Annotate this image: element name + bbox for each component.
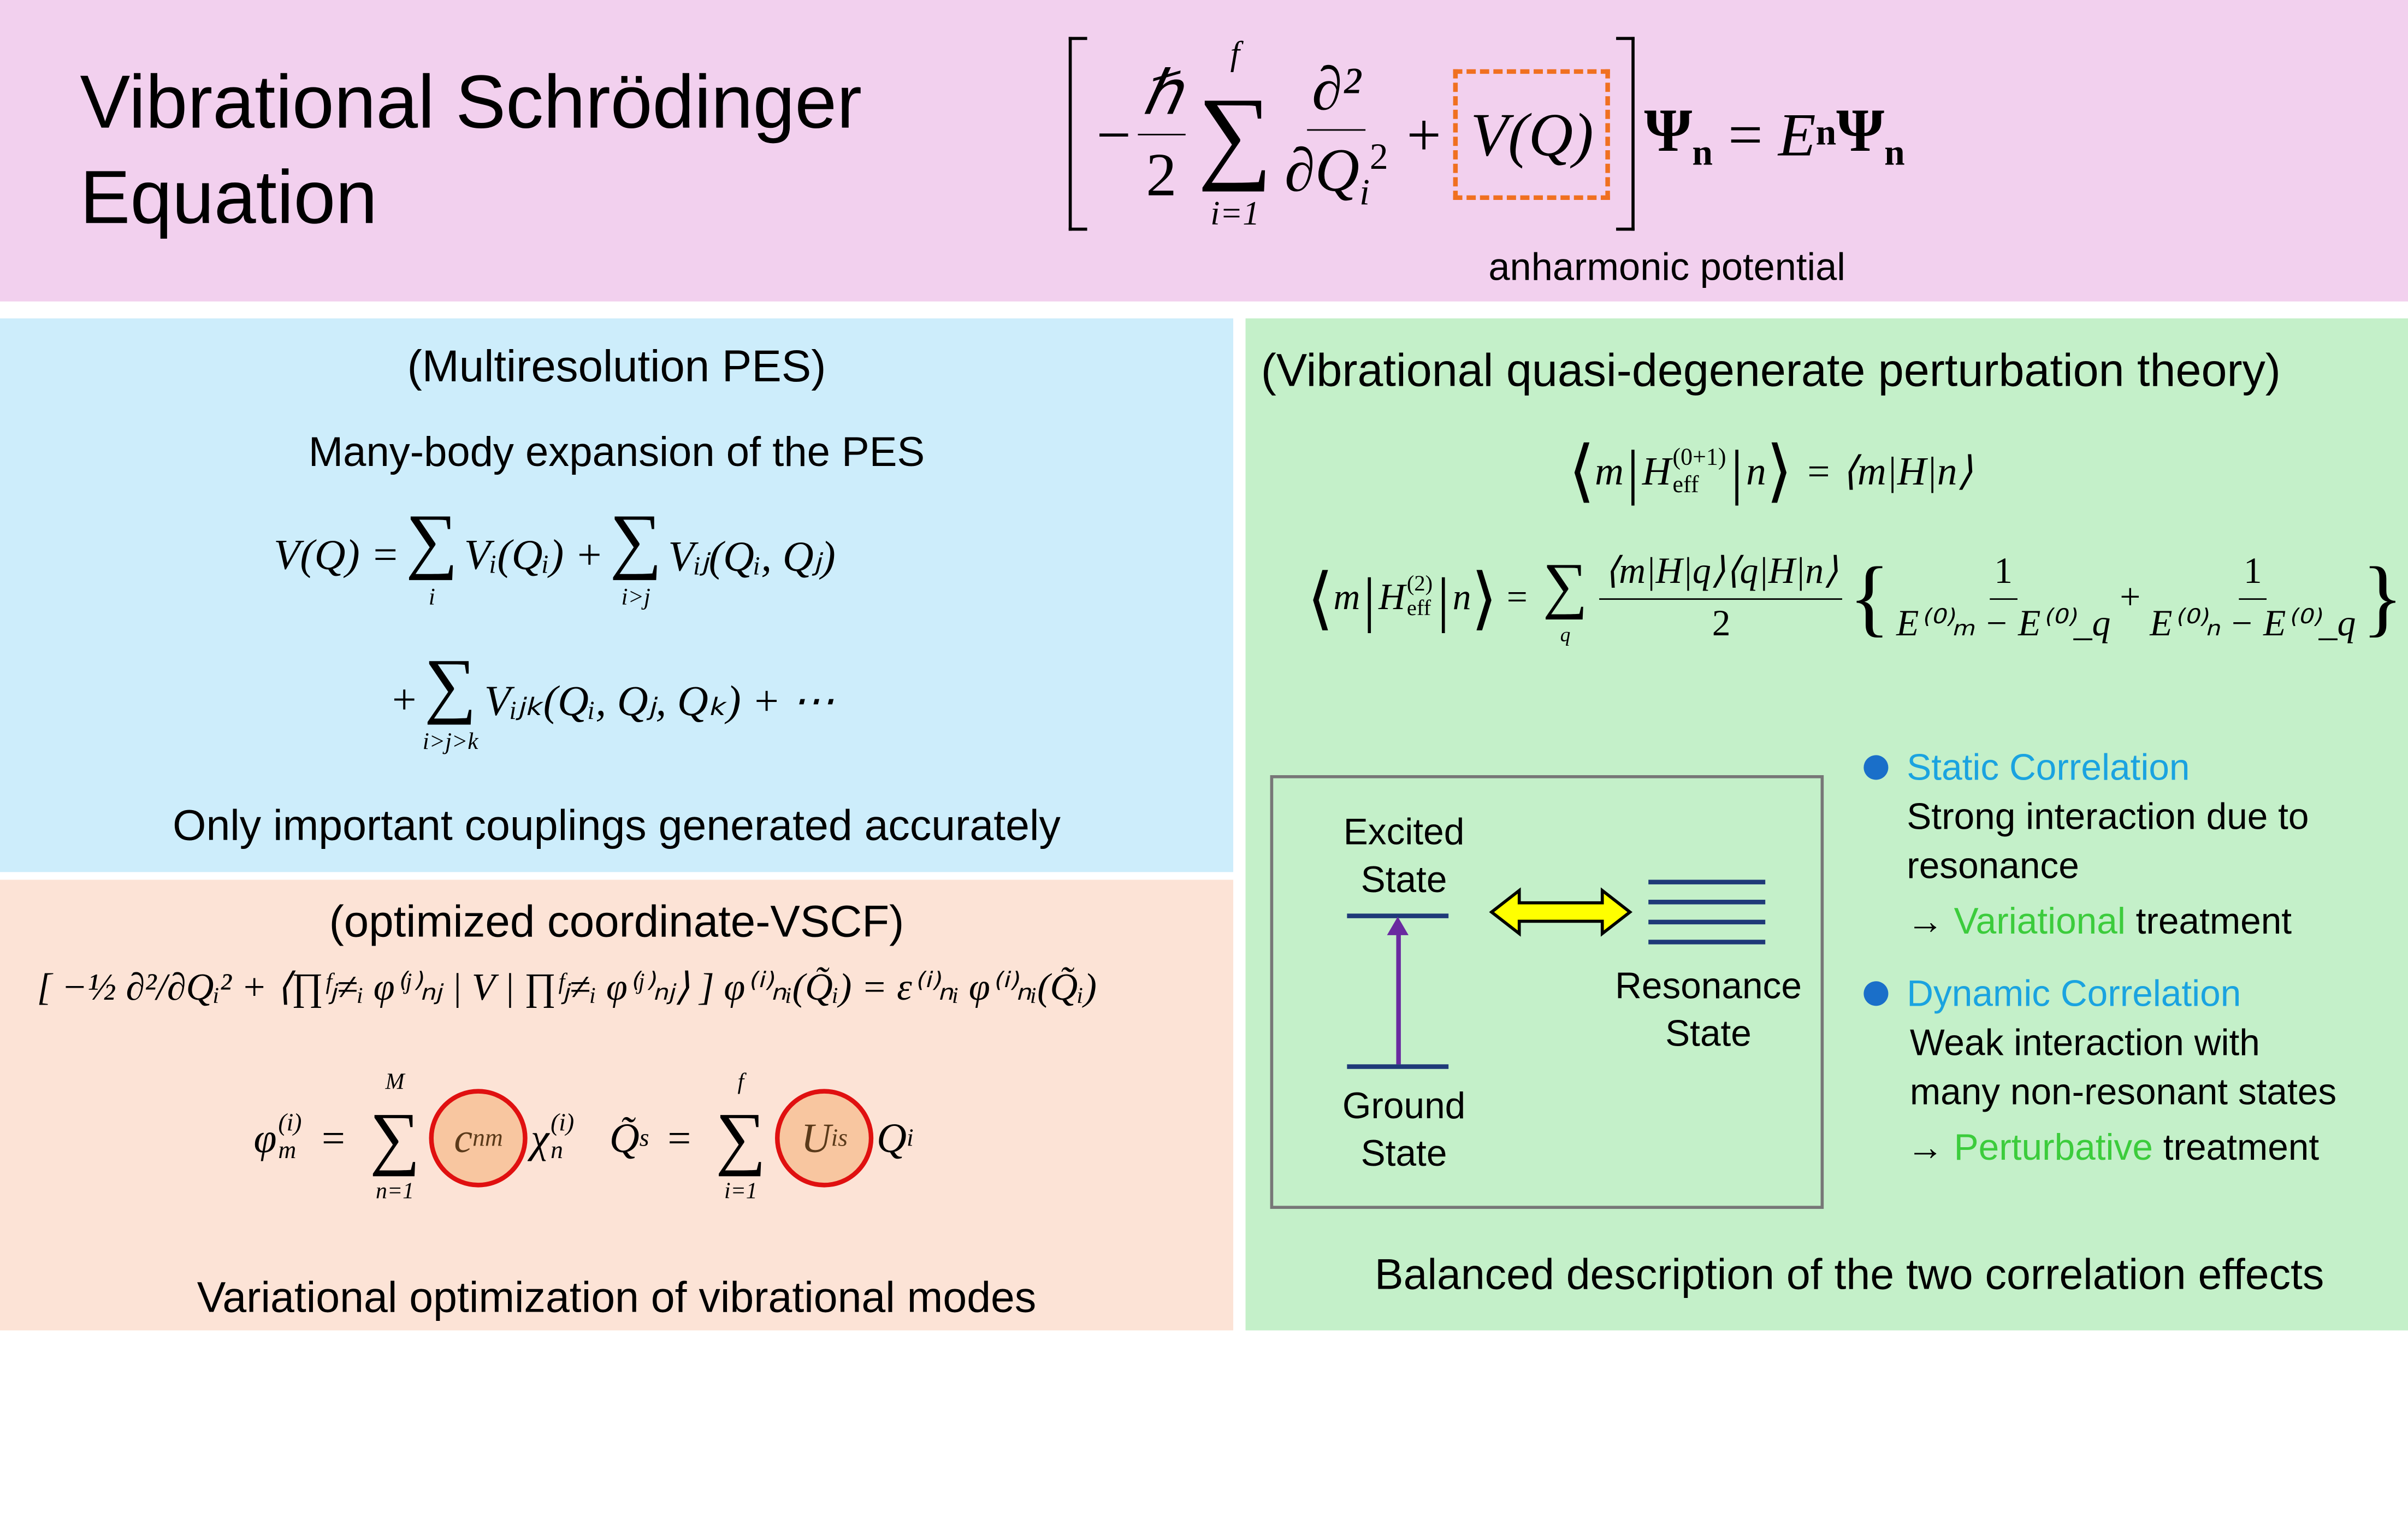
pes-panel: (Multiresolution PES) Many-body expansio…: [0, 318, 1234, 872]
vscf-footer: Variational optimization of vibrational …: [197, 1273, 1037, 1321]
pes-equation-line2: + ∑i>j>k Vᵢⱼₖ(Qᵢ, Qⱼ, Qₖ) + ⋯: [392, 646, 835, 755]
bullet-icon: [1863, 755, 1889, 780]
anharmonic-potential-label: anharmonic potential: [1488, 246, 1845, 290]
resonance-state-levels: [1648, 879, 1766, 945]
resonance-state-label: Resonance State: [1615, 966, 1802, 1055]
title-line2: Equation: [80, 157, 378, 240]
ground-state-level: [1347, 1064, 1449, 1069]
excitation-arrowhead: [1387, 917, 1409, 935]
excited-state-label: Excited State: [1343, 812, 1465, 901]
bullet-icon: [1863, 981, 1889, 1006]
vqdpt-title: (Vibrational quasi-degenerate perturbati…: [1261, 346, 2281, 397]
vqdpt-panel: (Vibrational quasi-degenerate perturbati…: [1245, 318, 2408, 1331]
vscf-equation: [ −½ ∂²/∂Qᵢ² + ⟨∏ᶠⱼ≠ᵢ φ⁽ʲ⁾ₙⱼ | V | ∏ᶠⱼ≠ᵢ…: [37, 967, 1097, 1009]
vqdpt-footer: Balanced description of the two correlat…: [1375, 1250, 2324, 1298]
pes-subtitle: Many-body expansion of the PES: [308, 429, 925, 475]
dynamic-correlation-heading: Dynamic Correlation: [1907, 973, 2241, 1016]
arrow-right-icon: →: [1907, 901, 1944, 943]
vscf-panel: (optimized coordinate-VSCF) [ −½ ∂²/∂Qᵢ²…: [0, 879, 1234, 1331]
potential-highlight-box: V(Q): [1453, 68, 1611, 199]
excitation-arrow: [1396, 923, 1401, 1065]
dynamic-correlation-block: Dynamic Correlation Weak interaction wit…: [1863, 971, 2401, 1174]
vscf-title: (optimized coordinate-VSCF): [329, 898, 904, 948]
header-title: Vibrational Schrödinger Equation: [80, 55, 862, 246]
heff-01-equation: ⟨m| H(0+1)eff |n⟩ = ⟨m|H|n⟩: [1568, 433, 1973, 509]
pes-footer: Only important couplings generated accur…: [173, 801, 1061, 849]
static-correlation-desc: Strong interaction due to resonance: [1907, 796, 2309, 888]
static-correlation-block: Static Correlation Strong interaction du…: [1863, 745, 2401, 948]
title-line1: Vibrational Schrödinger: [80, 61, 862, 145]
ground-state-label: Ground State: [1342, 1085, 1466, 1176]
static-correlation-heading: Static Correlation: [1907, 747, 2190, 789]
arrow-right-icon: →: [1907, 1127, 1944, 1169]
heff-2-equation: ⟨m| H(2)eff |n⟩ = ∑q ⟨m|H|q⟩⟨q|H|n⟩2 { 1…: [1307, 550, 2404, 646]
excited-state-level: [1347, 913, 1449, 918]
energy-level-diagram: Excited State Ground State Resonance Sta…: [1270, 775, 1824, 1209]
coupling-double-arrow: [1489, 887, 1633, 937]
pes-title: (Multiresolution PES): [407, 343, 826, 392]
right-bracket: [1616, 37, 1635, 231]
dynamic-correlation-desc: Weak interaction with many non-resonant …: [1909, 1023, 2337, 1114]
left-bracket: [1068, 37, 1087, 231]
pes-equation-line1: V(Q) = ∑i Vᵢ(Qᵢ) + ∑i>j Vᵢⱼ(Qᵢ, Qⱼ): [274, 501, 836, 610]
